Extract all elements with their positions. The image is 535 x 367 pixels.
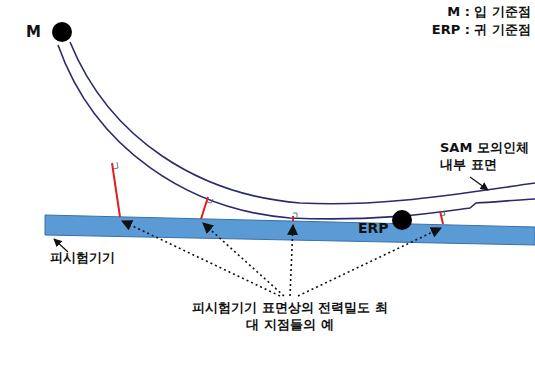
legend-note: M : 입 기준점 [447, 4, 531, 21]
device-band [45, 215, 535, 245]
note-label: 피시험기기 표면상의 전력밀도 최대 지점들의 예 [190, 300, 390, 334]
part-label: 피시험기기 [50, 250, 115, 267]
normal-line [201, 197, 208, 219]
right-angle-marks [113, 162, 445, 217]
phantom-outer-line [70, 42, 535, 204]
ear-reference-point [392, 210, 412, 230]
leader-arrows [54, 177, 488, 252]
mouth-reference-point [52, 22, 72, 42]
point-label: ERP [358, 219, 389, 237]
normal-lines [112, 163, 443, 224]
phantom-shell-fill [58, 42, 535, 219]
phantom-inner-surface [58, 45, 535, 219]
legend-note: ERP : 귀 기준점 [432, 22, 531, 39]
part-label: SAM 모의인체 내부 표면 [440, 140, 532, 174]
normal-line [112, 163, 120, 217]
pointer-arrows [122, 221, 441, 296]
point-label: M [26, 23, 41, 43]
normal-line [292, 216, 294, 221]
normal-line [440, 211, 443, 224]
